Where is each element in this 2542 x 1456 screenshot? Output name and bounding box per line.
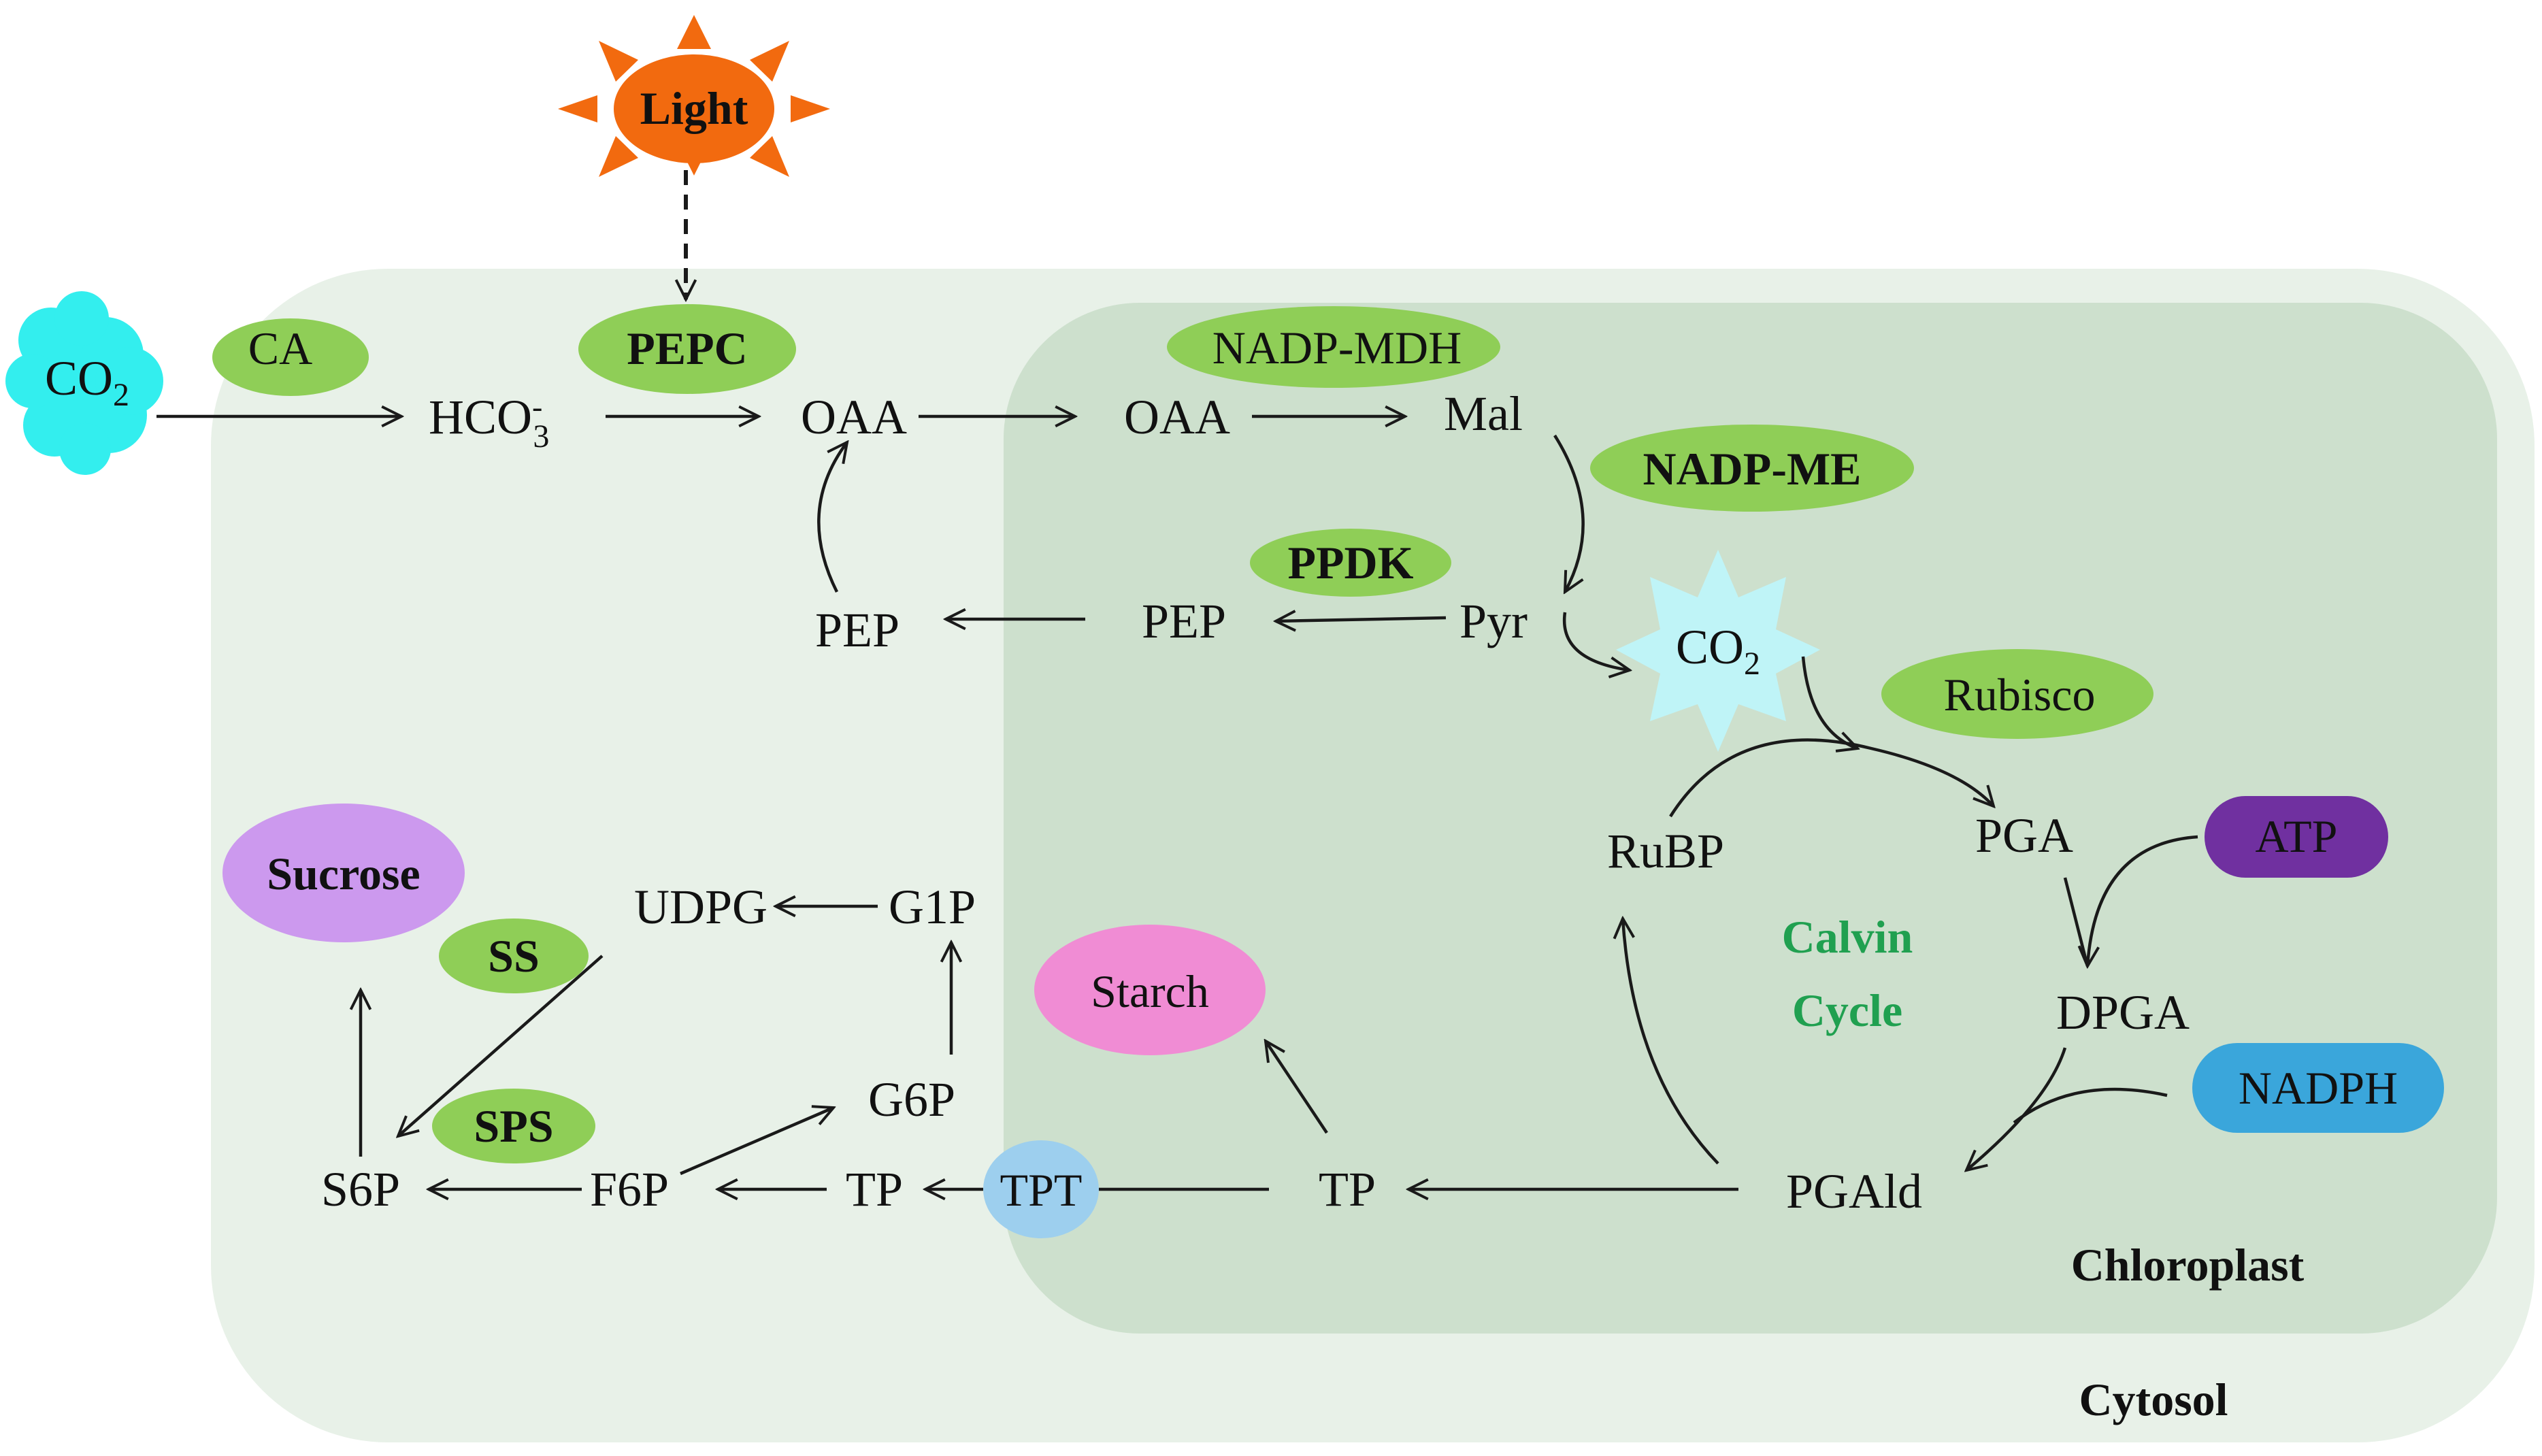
co2-label-cytosol: CO2: [45, 351, 129, 413]
oaa-cytosol-label: OAA: [801, 390, 907, 444]
starch-label: Starch: [1091, 965, 1209, 1017]
sun-icon: [558, 15, 830, 177]
nadph-label: NADPH: [2239, 1062, 2398, 1114]
ca-label: CA: [248, 322, 312, 374]
nadp-me-label: NADP-ME: [1643, 443, 1861, 495]
pathway-arrows: [156, 416, 2198, 1189]
atp-pill: [2205, 796, 2388, 878]
pep-cytosol-label: PEP: [815, 603, 899, 657]
tpt-label: TPT: [1000, 1164, 1083, 1216]
sucrose-label: Sucrose: [267, 848, 420, 899]
ss-label: SS: [488, 930, 540, 982]
co2-burst-icon: [1616, 550, 1820, 752]
mal-label: Mal: [1444, 386, 1523, 441]
nadp-me-enzyme-oval: [1590, 425, 1914, 512]
rubisco-label: Rubisco: [1944, 669, 2096, 721]
f6p-label: F6P: [590, 1162, 669, 1217]
pga-label: PGA: [1975, 808, 2073, 863]
g1p-label: G1P: [889, 880, 976, 934]
oaa-chloroplast-label: OAA: [1124, 390, 1230, 444]
ca-enzyme-oval: [212, 318, 369, 396]
s6p-label: S6P: [321, 1162, 400, 1217]
tp-chloroplast-label: TP: [1319, 1162, 1376, 1217]
rubisco-enzyme-oval: [1881, 649, 2153, 739]
sps-label: SPS: [474, 1100, 553, 1152]
calvin-cycle-label-line2: Cycle: [1792, 985, 1902, 1036]
light-label: Light: [640, 82, 748, 134]
tp-cytosol-label: TP: [846, 1162, 903, 1217]
co2-label-chloroplast: CO2: [1676, 620, 1760, 682]
rubp-label: RuBP: [1607, 824, 1724, 878]
atp-label: ATP: [2256, 810, 2338, 862]
ppdk-label: PPDK: [1287, 537, 1413, 589]
cytosol-label: Cytosol: [2079, 1374, 2228, 1425]
g6p-label: G6P: [868, 1072, 955, 1127]
co2-cloud-icon: [5, 291, 163, 475]
nadp-mdh-enzyme-oval: [1167, 306, 1500, 388]
ss-enzyme-oval: [439, 919, 589, 993]
hco3-label: HCO-3: [429, 389, 549, 454]
pepc-label: PEPC: [627, 322, 748, 374]
sucrose-oval: [222, 804, 465, 942]
nadph-pill: [2192, 1043, 2444, 1133]
pyr-label: Pyr: [1459, 594, 1528, 648]
pep-chloroplast-label: PEP: [1142, 594, 1226, 648]
sps-enzyme-oval: [432, 1089, 595, 1163]
pgald-label: PGAld: [1786, 1164, 1922, 1219]
nadp-mdh-label: NADP-MDH: [1212, 322, 1462, 374]
starch-oval: [1034, 925, 1266, 1055]
calvin-cycle-label-line1: Calvin: [1782, 911, 1913, 963]
pepc-enzyme-oval: [578, 304, 796, 394]
udpg-label: UDPG: [634, 880, 767, 934]
tpt-enzyme-oval: [983, 1140, 1099, 1238]
dpga-label: DPGA: [2056, 985, 2190, 1040]
ppdk-enzyme-oval: [1250, 529, 1451, 597]
chloroplast-label: Chloroplast: [2071, 1239, 2305, 1291]
